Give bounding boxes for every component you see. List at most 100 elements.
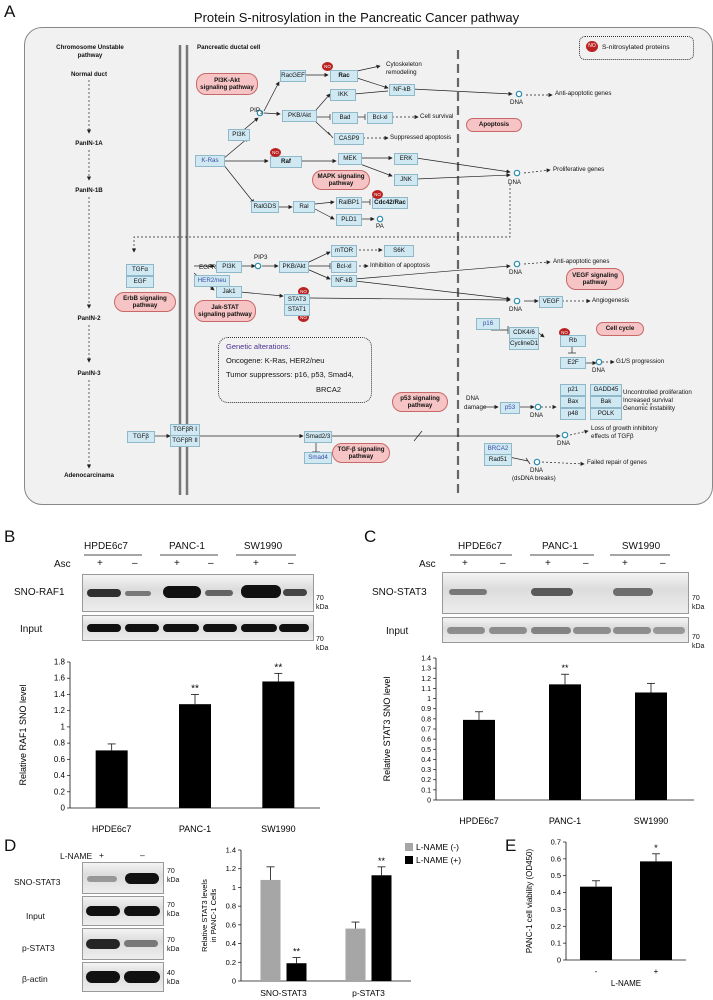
node-vegf: VEGF (539, 296, 563, 308)
significance-label: ** (274, 662, 282, 673)
dna-label: DNA (530, 412, 544, 419)
significance-label: ** (293, 947, 301, 957)
y-axis-label: PANC-1 cell viability (OD450) (525, 849, 534, 954)
legend-label: L-NAME (+) (416, 855, 461, 865)
pill-apoptosis: Apoptosis (466, 118, 522, 132)
chart-c: 00.10.20.30.40.50.60.70.80.911.11.21.31.… (382, 656, 694, 826)
node-s6k: S6K (384, 245, 414, 257)
y-axis-label: in PANC-1 Cells (209, 888, 218, 942)
blot-row-label: p-STAT3 (22, 943, 55, 953)
label-inhibition: Inhibition of apoptosis (370, 262, 430, 269)
y-axis-label: Relative RAF1 SNO level (18, 684, 28, 785)
bar (286, 963, 307, 981)
node-pld1: PLD1 (336, 214, 362, 226)
pill-vegf: VEGF signaling pathway (566, 268, 624, 290)
y-tick-label: 0.2 (54, 787, 66, 796)
y-tick-label: 0.2 (421, 777, 431, 784)
y-tick-label: 0 (427, 798, 431, 805)
y-tick-label: 1.4 (54, 690, 66, 699)
node-stat1: STAT1 (284, 304, 310, 316)
blot-row-label: SNO-STAT3 (372, 587, 427, 598)
y-tick-label: 0.7 (421, 727, 431, 734)
node-smad23: Smad2/3 (304, 431, 332, 443)
genetic-alterations-box (218, 337, 372, 403)
node-mtor: mTOR (331, 245, 357, 257)
node-e2f: E2F (560, 357, 586, 369)
pathway-lines (86, 45, 652, 495)
node-p53: p53 (500, 402, 520, 414)
y-tick-label: 0.4 (226, 939, 236, 948)
legend-label: L-NAME (-) (416, 842, 459, 852)
dna-label: DNA (508, 179, 522, 186)
y-tick-label: 0.8 (54, 739, 66, 748)
pill-erbb: ErbB signaling pathway (114, 292, 176, 312)
mw-unit: kDa (692, 643, 705, 650)
significance-label: ** (378, 856, 386, 866)
x-tick-label: SNO-STAT3 (260, 988, 307, 998)
figure-title: Protein S-nitrosylation in the Pancreati… (193, 10, 520, 25)
stage-label: Adenocarcinama (64, 472, 114, 479)
pip3-label: PIP3 (254, 254, 268, 261)
node-ral: Ral (293, 201, 315, 213)
label-antiapoptotic-2: Anti-apoptotic genes (553, 258, 610, 265)
label-cellsurvival: Cell survival (420, 113, 454, 120)
sign-label: + (622, 558, 628, 569)
node-ralbp1: RalBP1 (336, 197, 362, 209)
blot-input-c (442, 617, 689, 643)
mw-marker: 70 (692, 634, 700, 641)
blot-sno-stat3 (442, 572, 689, 614)
sign-label: + (545, 558, 551, 569)
node-pi3k-2: PI3K (216, 261, 242, 273)
stage-label: PanIN-2 (77, 315, 101, 322)
blot-input-b (82, 615, 314, 641)
y-tick-label: 0.5 (421, 747, 431, 754)
node-bak: Bak (590, 396, 622, 408)
y-tick-label: 1.2 (421, 676, 431, 683)
genetic-line3: BRCA2 (316, 385, 342, 394)
x-axis-label: L-NAME (611, 979, 641, 988)
col-title-1b: pathway (77, 52, 103, 59)
y-tick-label: 0.4 (551, 888, 561, 897)
sign-label: – (500, 558, 506, 569)
legend-swatch (405, 856, 413, 864)
node-mek: MEK (338, 153, 362, 165)
sign-label: + (174, 558, 180, 569)
mw-marker: 40 (167, 970, 175, 977)
x-tick-label: PANC-1 (549, 816, 581, 826)
pip3-label: PIP3 (250, 107, 263, 116)
no-badge-icon: NO (322, 62, 333, 71)
pill-p53: p53 signaling pathway (392, 392, 448, 412)
y-tick-label: 0.4 (421, 757, 431, 764)
pill-tgfb: TGF-β signaling pathway (332, 443, 390, 463)
blot-row-label: Input (20, 624, 43, 635)
y-tick-label: 0.7 (551, 838, 561, 847)
blot-d-sno (82, 862, 164, 894)
label-loss: Loss of growth inhibitory (591, 425, 658, 432)
asc-label: Asc (419, 559, 436, 570)
panel-b-group-lines (84, 554, 296, 556)
sign-label: + (99, 850, 104, 860)
label-dsdna: (dsDNA breaks) (512, 475, 556, 482)
mw-marker: 70 (167, 902, 175, 909)
label-suppressed-apoptosis: Suppressed apoptosis (390, 134, 452, 141)
node-jnk: JNK (394, 174, 418, 186)
no-badge-icon: NO (559, 328, 570, 337)
bar (371, 875, 392, 981)
y-tick-label: 0.2 (226, 958, 236, 967)
genetic-line1: Oncogene: K-Ras, HER2/neu (226, 356, 325, 365)
label-dna-damage: DNA (466, 395, 480, 402)
panel-c-group-lines (450, 554, 670, 556)
mw-unit: kDa (316, 604, 329, 611)
legend-swatch (405, 843, 413, 851)
x-tick-label: HPDE6c7 (92, 824, 132, 834)
cell-label: SW1990 (621, 541, 661, 552)
node-tgfa: TGFα (126, 264, 154, 276)
node-bad: Bad (332, 112, 358, 124)
label-uncontrolled: Uncontrolled proliferation (623, 389, 692, 396)
pill-pi3kakt: PI3K-Akt signaling pathway (196, 73, 258, 95)
node-rb: Rb (560, 335, 586, 347)
y-tick-label: 1 (232, 883, 236, 892)
y-tick-label: 0.6 (551, 854, 561, 863)
node-pkbakt-1: PKB/Akt (282, 110, 317, 122)
y-tick-label: 0.8 (226, 902, 236, 911)
